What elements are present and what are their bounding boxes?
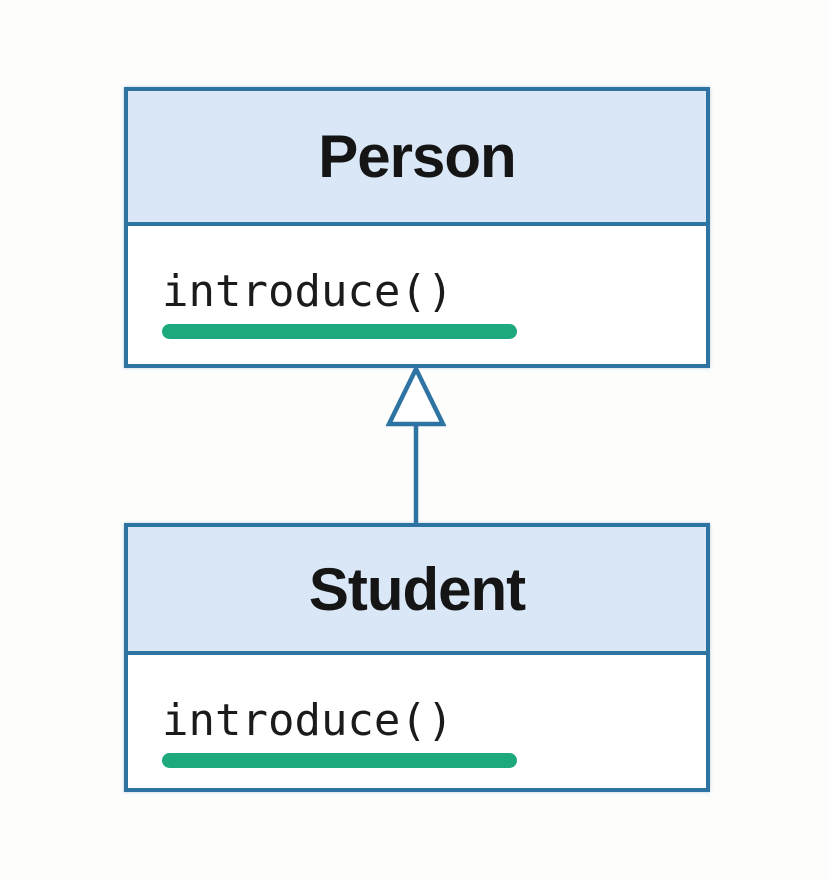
method-label-person-introduce: introduce()	[162, 266, 454, 317]
inheritance-arrow	[386, 366, 446, 524]
class-body-person: introduce()	[128, 226, 706, 340]
class-header-person: Person	[128, 91, 706, 226]
class-box-student: Student introduce()	[124, 523, 710, 792]
class-box-person: Person introduce()	[124, 87, 710, 368]
hollow-triangle-arrowhead-icon	[386, 366, 446, 427]
method-person-introduce: introduce()	[162, 266, 517, 340]
method-underline-highlight	[162, 753, 517, 769]
class-body-student: introduce()	[128, 655, 706, 769]
class-name-person: Person	[318, 123, 516, 190]
method-label-student-introduce: introduce()	[162, 695, 454, 746]
method-student-introduce: introduce()	[162, 695, 517, 769]
class-header-student: Student	[128, 527, 706, 655]
method-underline-highlight	[162, 324, 517, 340]
class-name-student: Student	[308, 555, 526, 623]
